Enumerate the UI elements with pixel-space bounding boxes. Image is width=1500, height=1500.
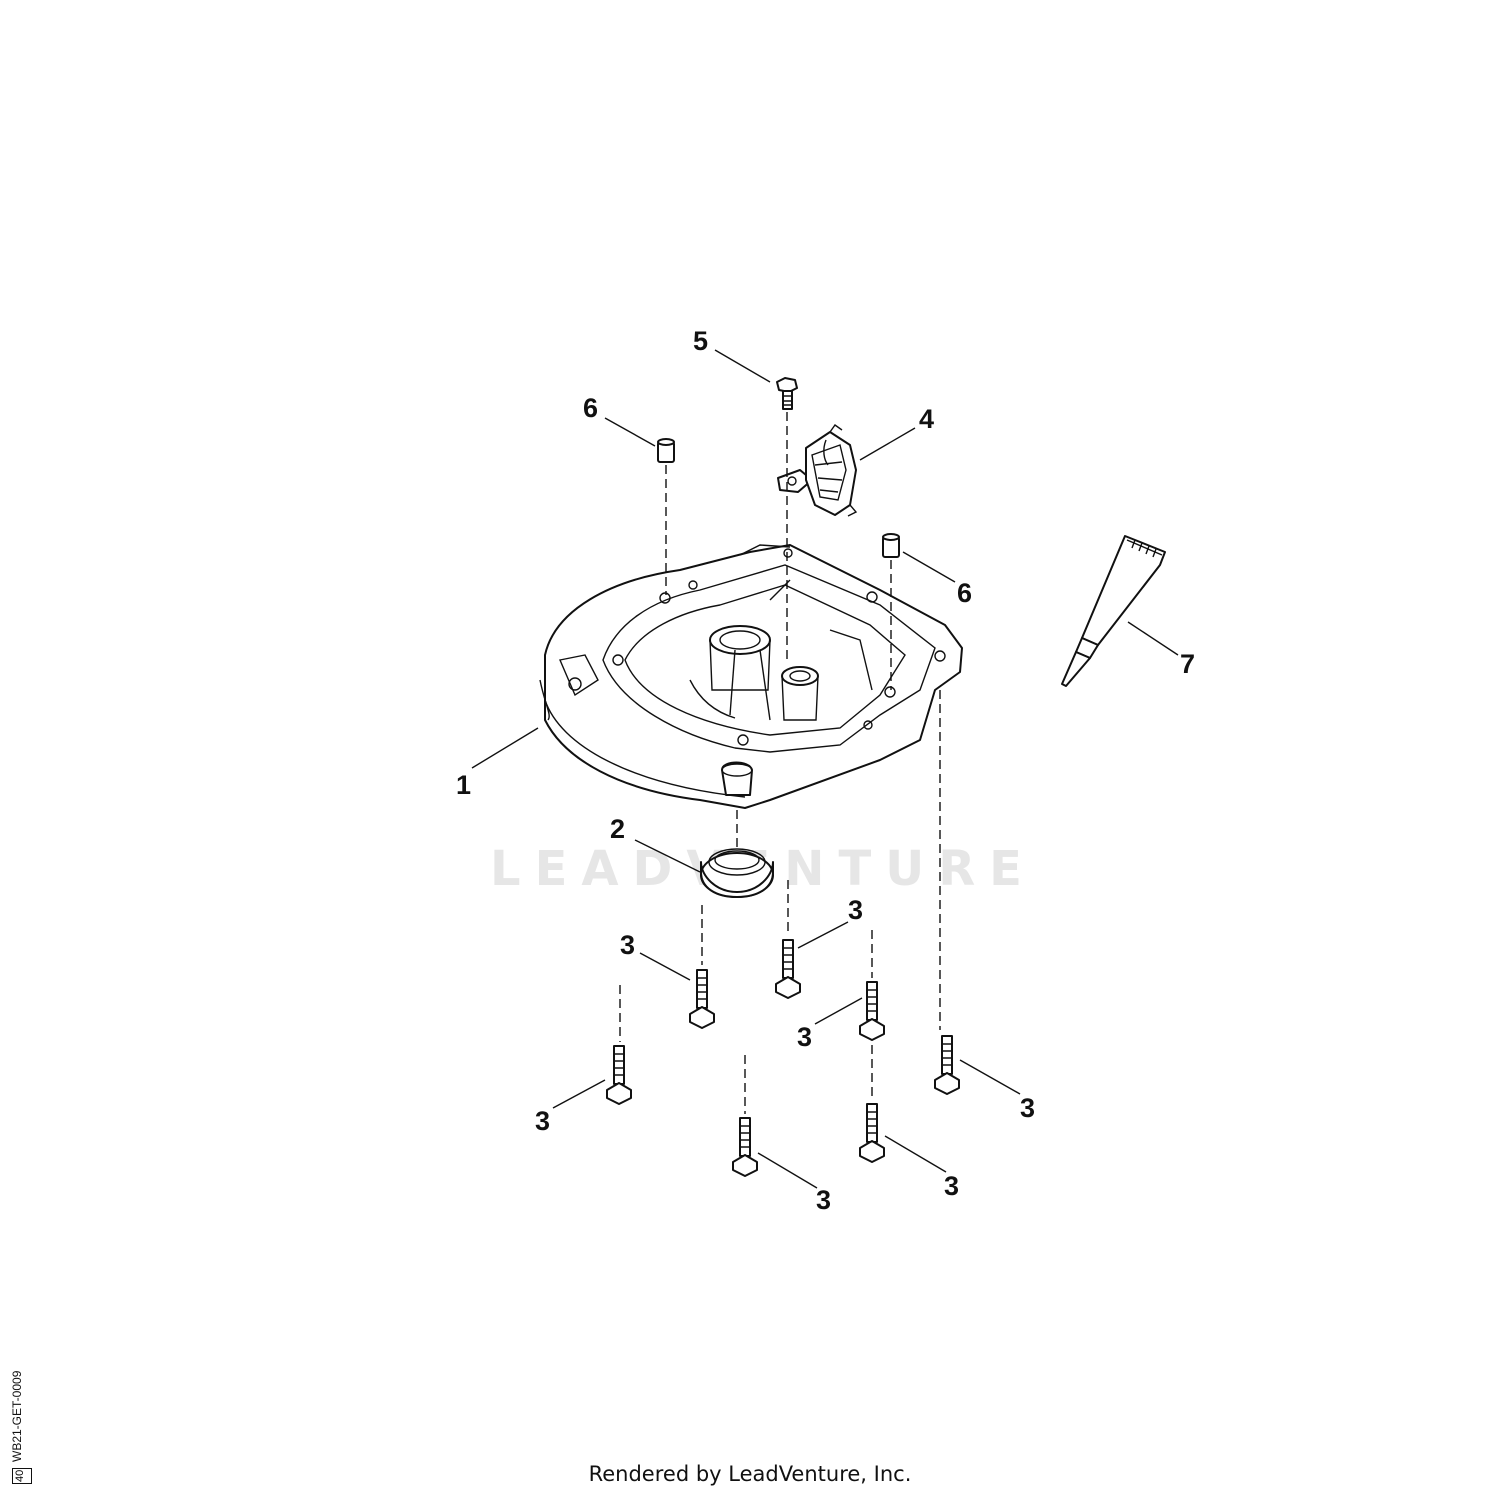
part-5-bolt[interactable] <box>776 377 798 410</box>
part-3-bolt-f[interactable] <box>732 1117 758 1177</box>
part-2-oil-seal[interactable] <box>700 848 774 898</box>
part-7-sealant-tube[interactable] <box>1061 535 1166 687</box>
callout-3-d: 3 <box>535 1106 550 1136</box>
drawing-code-text: WB21-GET-0009 <box>10 1370 24 1462</box>
callout-3-e: 3 <box>1020 1093 1035 1123</box>
footer-credit: Rendered by LeadVenture, Inc. <box>588 1462 912 1486</box>
callout-6-right: 6 <box>957 578 972 608</box>
callout-5: 5 <box>693 326 708 356</box>
callout-3-c: 3 <box>797 1022 812 1052</box>
part-3-bolt-e[interactable] <box>934 1035 960 1095</box>
part-3-bolt-g[interactable] <box>859 1103 885 1163</box>
part-1-crankcase-cover[interactable] <box>539 544 963 809</box>
callout-3-g: 3 <box>944 1171 959 1201</box>
callout-1: 1 <box>456 770 471 800</box>
part-3-bolt-d[interactable] <box>606 1045 632 1105</box>
drawing-code: WB21-GET-0009 <box>8 1370 32 1462</box>
callout-2: 2 <box>610 814 625 844</box>
callout-7: 7 <box>1180 649 1195 679</box>
leader-lines <box>471 349 1179 1189</box>
part-3-bolt-b[interactable] <box>775 939 801 999</box>
part-3-bolt-a[interactable] <box>689 969 715 1029</box>
part-6-dowel-pin-left[interactable] <box>657 438 675 463</box>
part-6-dowel-pin-right[interactable] <box>882 533 900 558</box>
callout-6-left: 6 <box>583 393 598 423</box>
callout-3-f: 3 <box>816 1185 831 1215</box>
part-4-governor-assembly[interactable] <box>777 424 858 517</box>
part-3-bolt-c[interactable] <box>859 981 885 1041</box>
assembly-lines <box>619 412 941 1114</box>
callout-4: 4 <box>919 404 934 434</box>
callout-3-a: 3 <box>620 930 635 960</box>
callout-3-b: 3 <box>848 895 863 925</box>
